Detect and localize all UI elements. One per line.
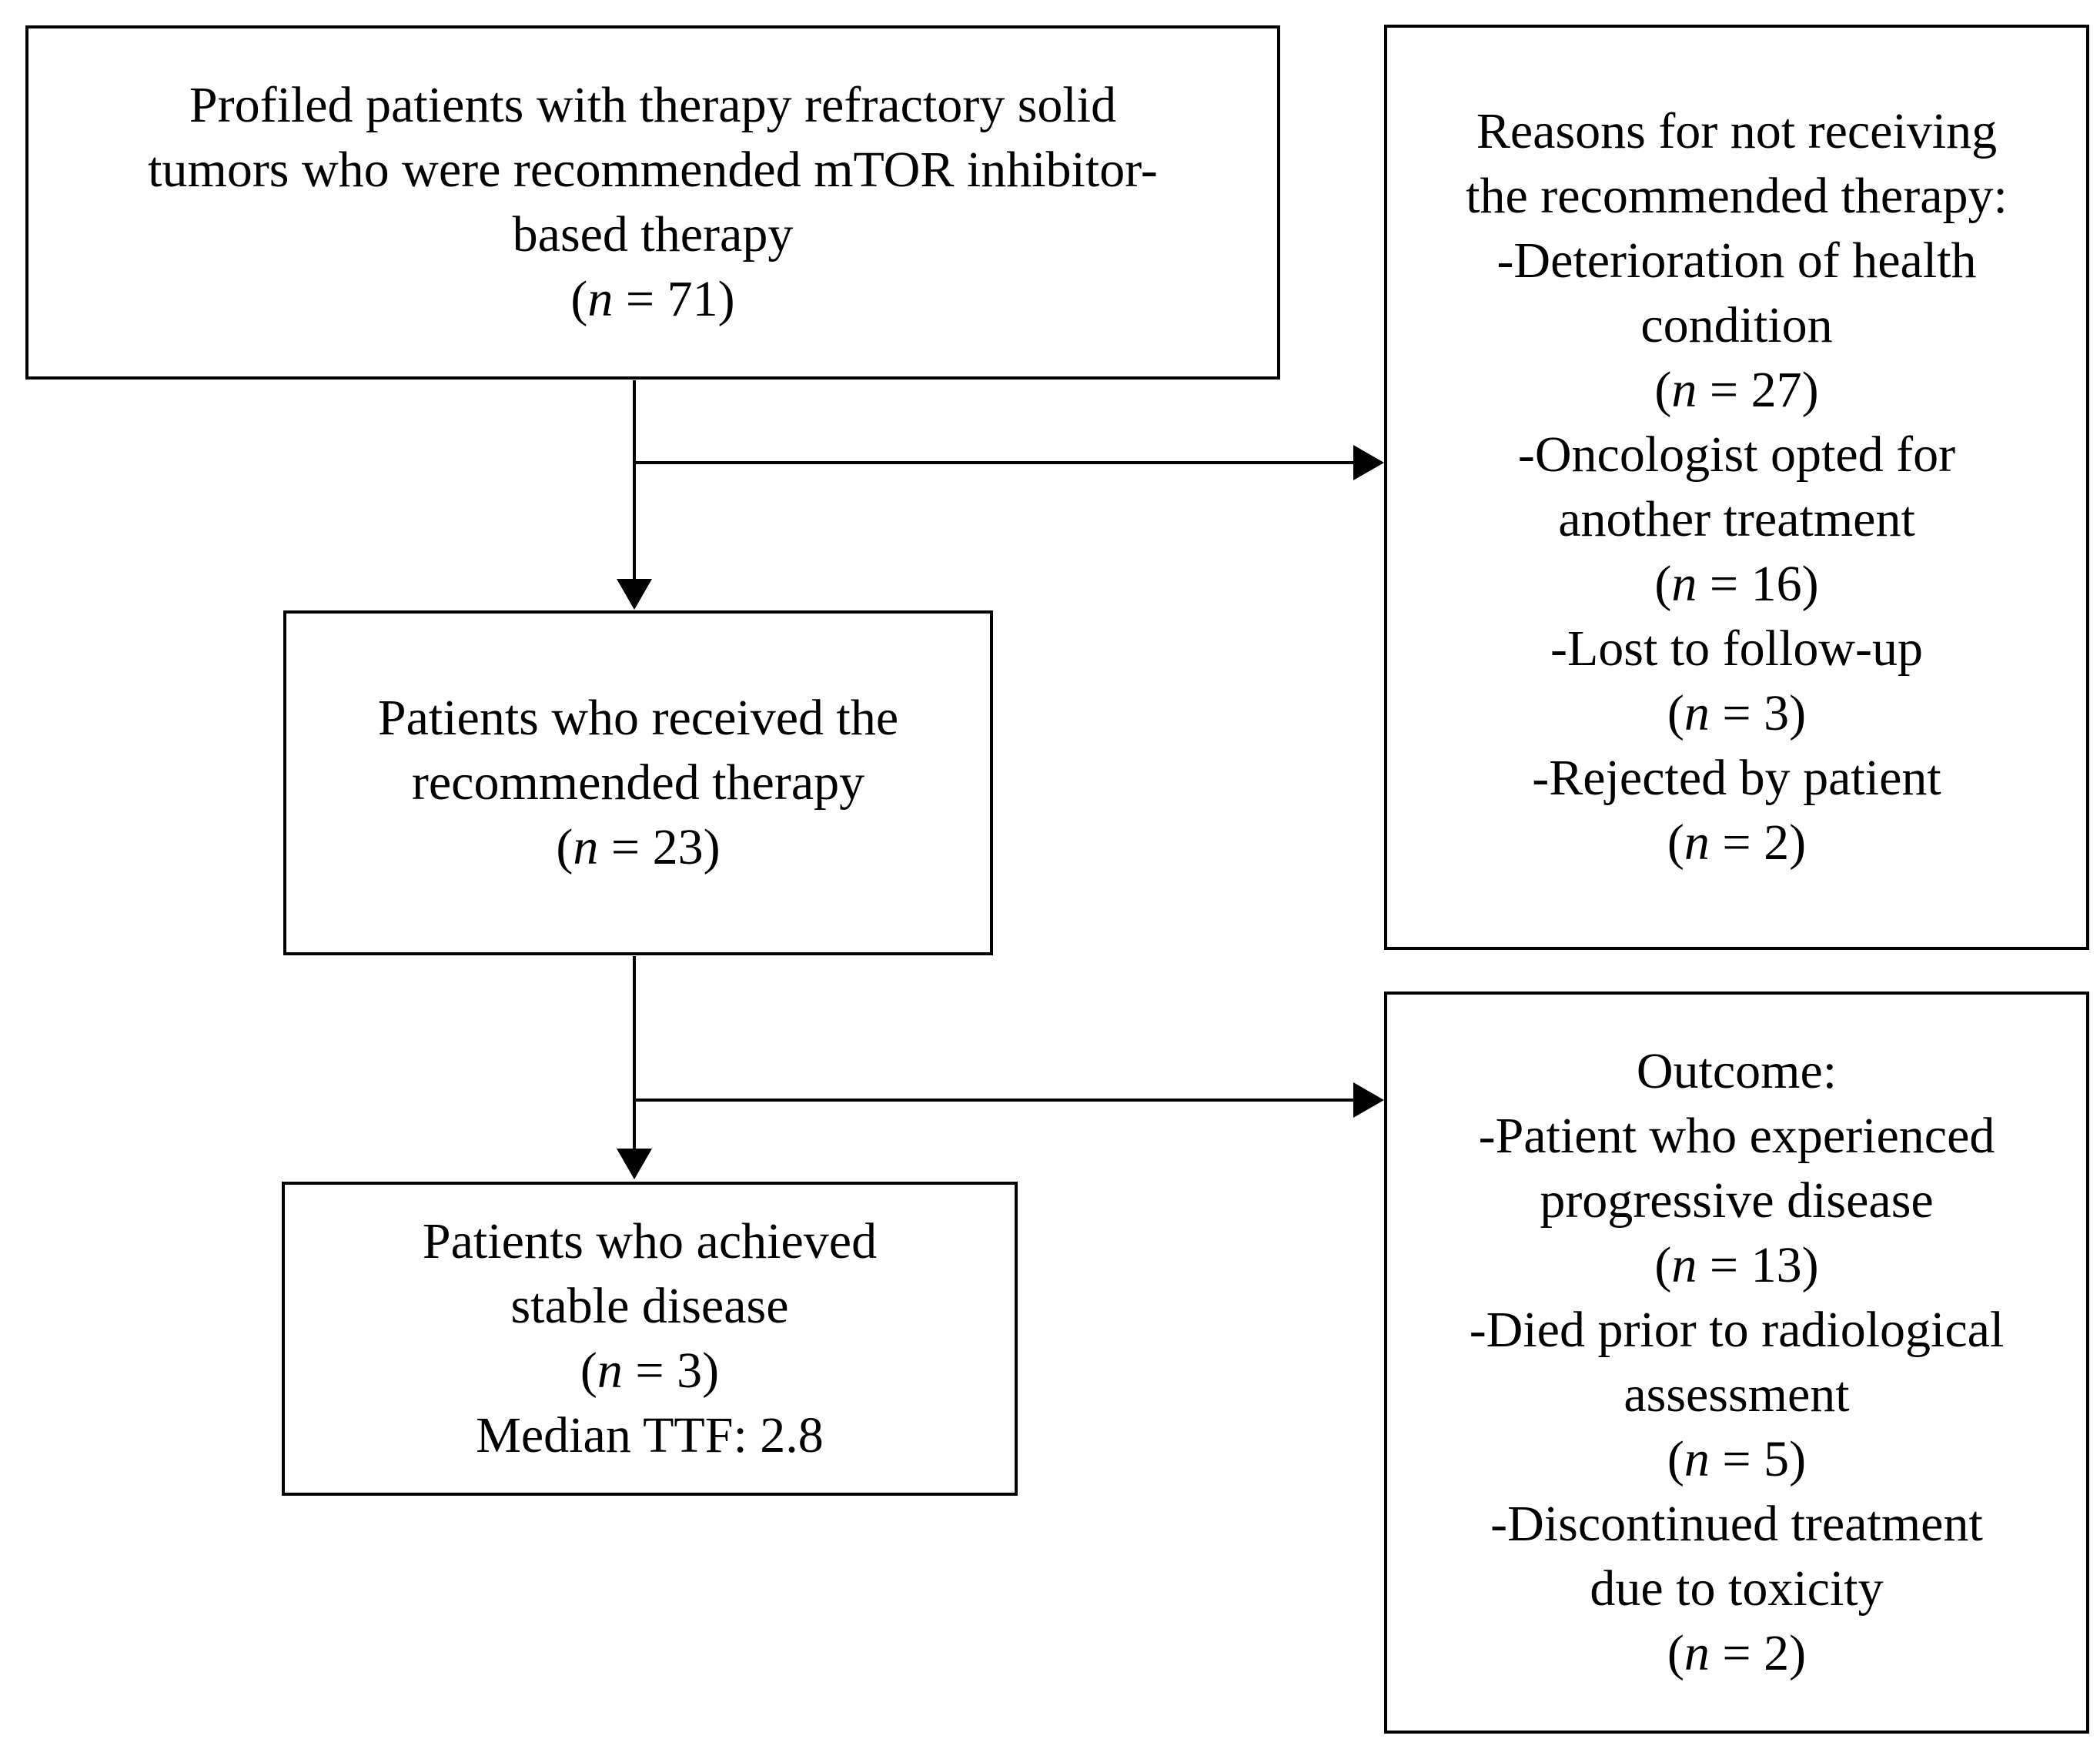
connector-line-profiled-to-reasons (634, 461, 1355, 464)
text-line: tumors who were recommended mTOR inhibit… (148, 142, 1158, 198)
text-line: (n = 2) (1667, 814, 1807, 871)
box-received-therapy: Patients who received the recommended the… (283, 610, 993, 955)
text-line: stable disease (510, 1278, 789, 1334)
text-line: (n = 3) (580, 1343, 720, 1399)
arrow-down-icon (617, 1149, 652, 1179)
text-line: -Patient who experienced (1478, 1108, 1995, 1164)
text-line: Outcome: (1636, 1043, 1838, 1099)
text-line: -Oncologist opted for (1517, 426, 1956, 483)
text-line: assessment (1623, 1366, 1850, 1423)
text-line: another treatment (1558, 491, 1915, 547)
text-line: -Died prior to radiological (1469, 1302, 2005, 1358)
text-line: Patients who achieved (422, 1213, 878, 1269)
box-reasons-not-receiving: Reasons for not receiving the recommended… (1384, 25, 2089, 950)
text-line: the recommended therapy: (1466, 168, 2008, 224)
text-line: (n = 16) (1654, 556, 1819, 612)
box-outcome: Outcome: -Patient who experienced progress… (1384, 992, 2089, 1734)
text-line: (n = 23) (556, 819, 721, 875)
text-line: -Lost to follow-up (1550, 620, 1923, 677)
box-stable-disease: Patients who achieved stable disease (n = … (282, 1182, 1018, 1496)
text-line: progressive disease (1540, 1172, 1934, 1229)
arrow-right-icon (1353, 445, 1384, 480)
box-profiled-patients: Profiled patients with therapy refractor… (25, 25, 1280, 380)
text-line: Patients who received the (377, 690, 899, 746)
text-line: (n = 71) (570, 271, 735, 327)
text-line: recommended therapy (411, 754, 865, 811)
text-line: Reasons for not receiving (1476, 103, 1998, 159)
text-line: due to toxicity (1590, 1560, 1884, 1617)
text-line: (n = 3) (1667, 685, 1807, 741)
text-line: -Rejected by patient (1532, 750, 1941, 806)
connector-line-received-to-stable (633, 956, 636, 1152)
text-line: -Discontinued treatment (1490, 1496, 1983, 1552)
text-line: condition (1640, 297, 1833, 353)
text-line: -Deterioration of health (1496, 232, 1977, 289)
connector-line-received-to-outcome (634, 1099, 1355, 1102)
text-line: based therapy (512, 206, 794, 263)
connector-line-profiled-to-received (633, 380, 636, 582)
text-line: (n = 13) (1654, 1237, 1819, 1293)
arrow-down-icon (617, 579, 652, 610)
text-line: (n = 27) (1654, 362, 1819, 418)
arrow-right-icon (1353, 1082, 1384, 1118)
text-line: Profiled patients with therapy refractor… (189, 77, 1117, 133)
text-line: (n = 5) (1667, 1431, 1807, 1487)
text-line: Median TTF: 2.8 (476, 1407, 824, 1463)
text-line: (n = 2) (1667, 1625, 1807, 1681)
